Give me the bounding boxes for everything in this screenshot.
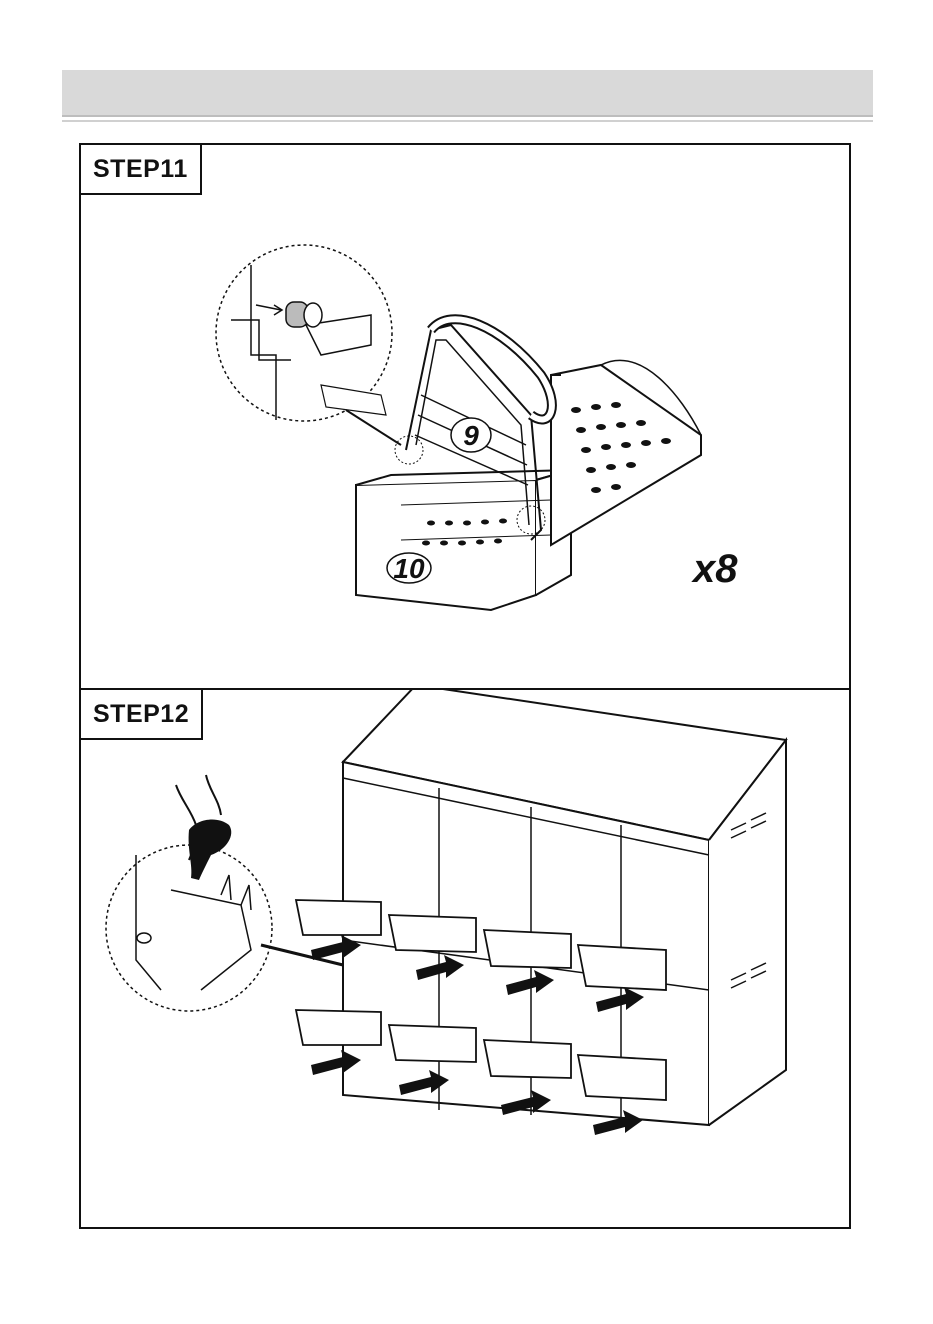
part-label-9: 9 xyxy=(463,420,479,451)
quantity-multiplier: x8 xyxy=(693,547,738,592)
step11-illustration: 10 9 xyxy=(81,145,849,688)
step11-detail-callout xyxy=(216,245,401,445)
header-rule xyxy=(62,120,873,122)
header-bar xyxy=(62,70,873,117)
instruction-frame: STEP11 STEP12 10 xyxy=(79,143,851,1229)
tray-part-10: 10 xyxy=(356,470,571,610)
step12-illustration xyxy=(81,690,849,1230)
part-label-10: 10 xyxy=(393,553,425,584)
